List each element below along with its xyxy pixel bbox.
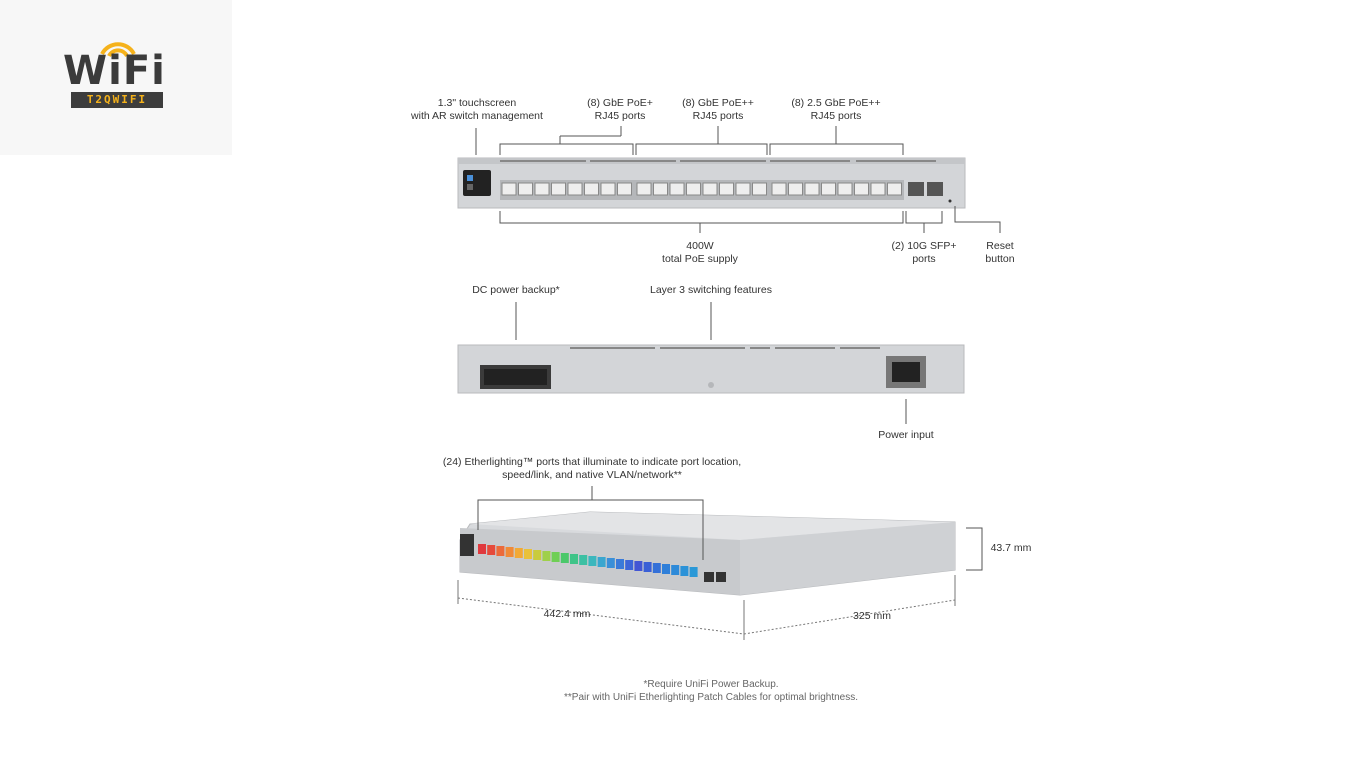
rj45-port [887,182,902,196]
rj45-port [567,182,583,196]
logo-brand: WiFi [63,48,166,94]
rj45-port [752,182,767,196]
etherlighting-port [597,557,606,567]
reset-pinhole [948,199,952,203]
rj45-port [702,182,718,196]
label-gbe-poe-plusplus: (8) GbE PoE++RJ45 ports [682,97,754,122]
etherlighting-port [505,547,514,557]
label-dc-power-backup: DC power backup* [472,284,560,296]
rj45-port [584,182,599,196]
rj45-port [735,182,751,196]
touchscreen-display [463,170,491,196]
etherlighting-port [689,567,698,577]
etherlighting-port [652,563,661,573]
etherlighting-port [643,562,652,572]
sfp-port-2 [927,182,943,196]
rj45-port [653,182,668,196]
etherlighting-port [579,555,588,565]
footnote-2: **Pair with UniFi Etherlighting Patch Ca… [563,692,859,703]
etherlighting-port [542,551,551,561]
label-2-5gbe-poe-plusplus: (8) 2.5 GbE PoE++RJ45 ports [791,97,881,122]
etherlighting-port [551,552,560,562]
logo-panel [0,0,232,155]
iso-touchscreen [460,534,474,556]
rj45-port [669,182,685,196]
label-layer3: Layer 3 switching features [650,284,772,296]
etherlighting-port [478,544,486,554]
etherlighting-port [570,554,578,564]
label-sfp-ports: (2) 10G SFP+ports [891,240,957,265]
rj45-port [686,182,701,196]
etherlighting-port [616,559,624,569]
label-power-input: Power input [878,429,934,441]
footnote-1: *Require UniFi Power Backup. [643,679,779,690]
label-gbe-poe-plus: (8) GbE PoE+RJ45 ports [587,97,653,122]
rear-panel [457,344,965,394]
rj45-port [870,182,886,196]
rj45-port [821,182,836,196]
dimension-lines [457,597,956,635]
label-height: 43.7 mm [990,542,1032,554]
rj45-port [617,182,632,196]
front-callouts [475,126,1001,233]
rj45-port [501,182,517,196]
etherlighting-ports [478,544,698,577]
etherlighting-port [588,556,597,566]
iso-switch [459,511,956,596]
etherlighting-port [524,549,532,559]
front-panel [457,157,966,209]
rj45-port [636,182,652,196]
label-etherlighting: (24) Etherlighting™ ports that illuminat… [442,456,742,481]
rj45-port [804,182,820,196]
wifi-logo-icon [98,36,138,67]
label-width: 442.4 mm [543,608,591,620]
etherlighting-port [487,545,496,555]
etherlighting-port [514,548,523,558]
sfp-port-1 [908,182,924,196]
front-rj45-ports [501,182,902,196]
logo-tagline: T2QWIFI [71,92,163,108]
rj45-port [600,182,616,196]
rj45-port [854,182,869,196]
etherlighting-port [606,558,615,568]
rj45-port [837,182,853,196]
rj45-port [771,182,787,196]
etherlighting-port [625,560,634,570]
etherlighting-port [671,565,680,575]
label-depth: 325 mm [853,610,891,622]
rj45-port [788,182,803,196]
rj45-port [518,182,533,196]
etherlighting-port [662,564,670,574]
etherlighting-port [680,566,689,576]
etherlighting-port [560,553,569,563]
etherlighting-port [634,561,643,571]
etherlighting-port [533,550,542,560]
rear-callouts [515,302,907,424]
etherlighting-port [496,546,505,556]
rj45-port [551,182,566,196]
rj45-port [719,182,734,196]
rj45-port [534,182,550,196]
iso-callouts [477,486,983,571]
